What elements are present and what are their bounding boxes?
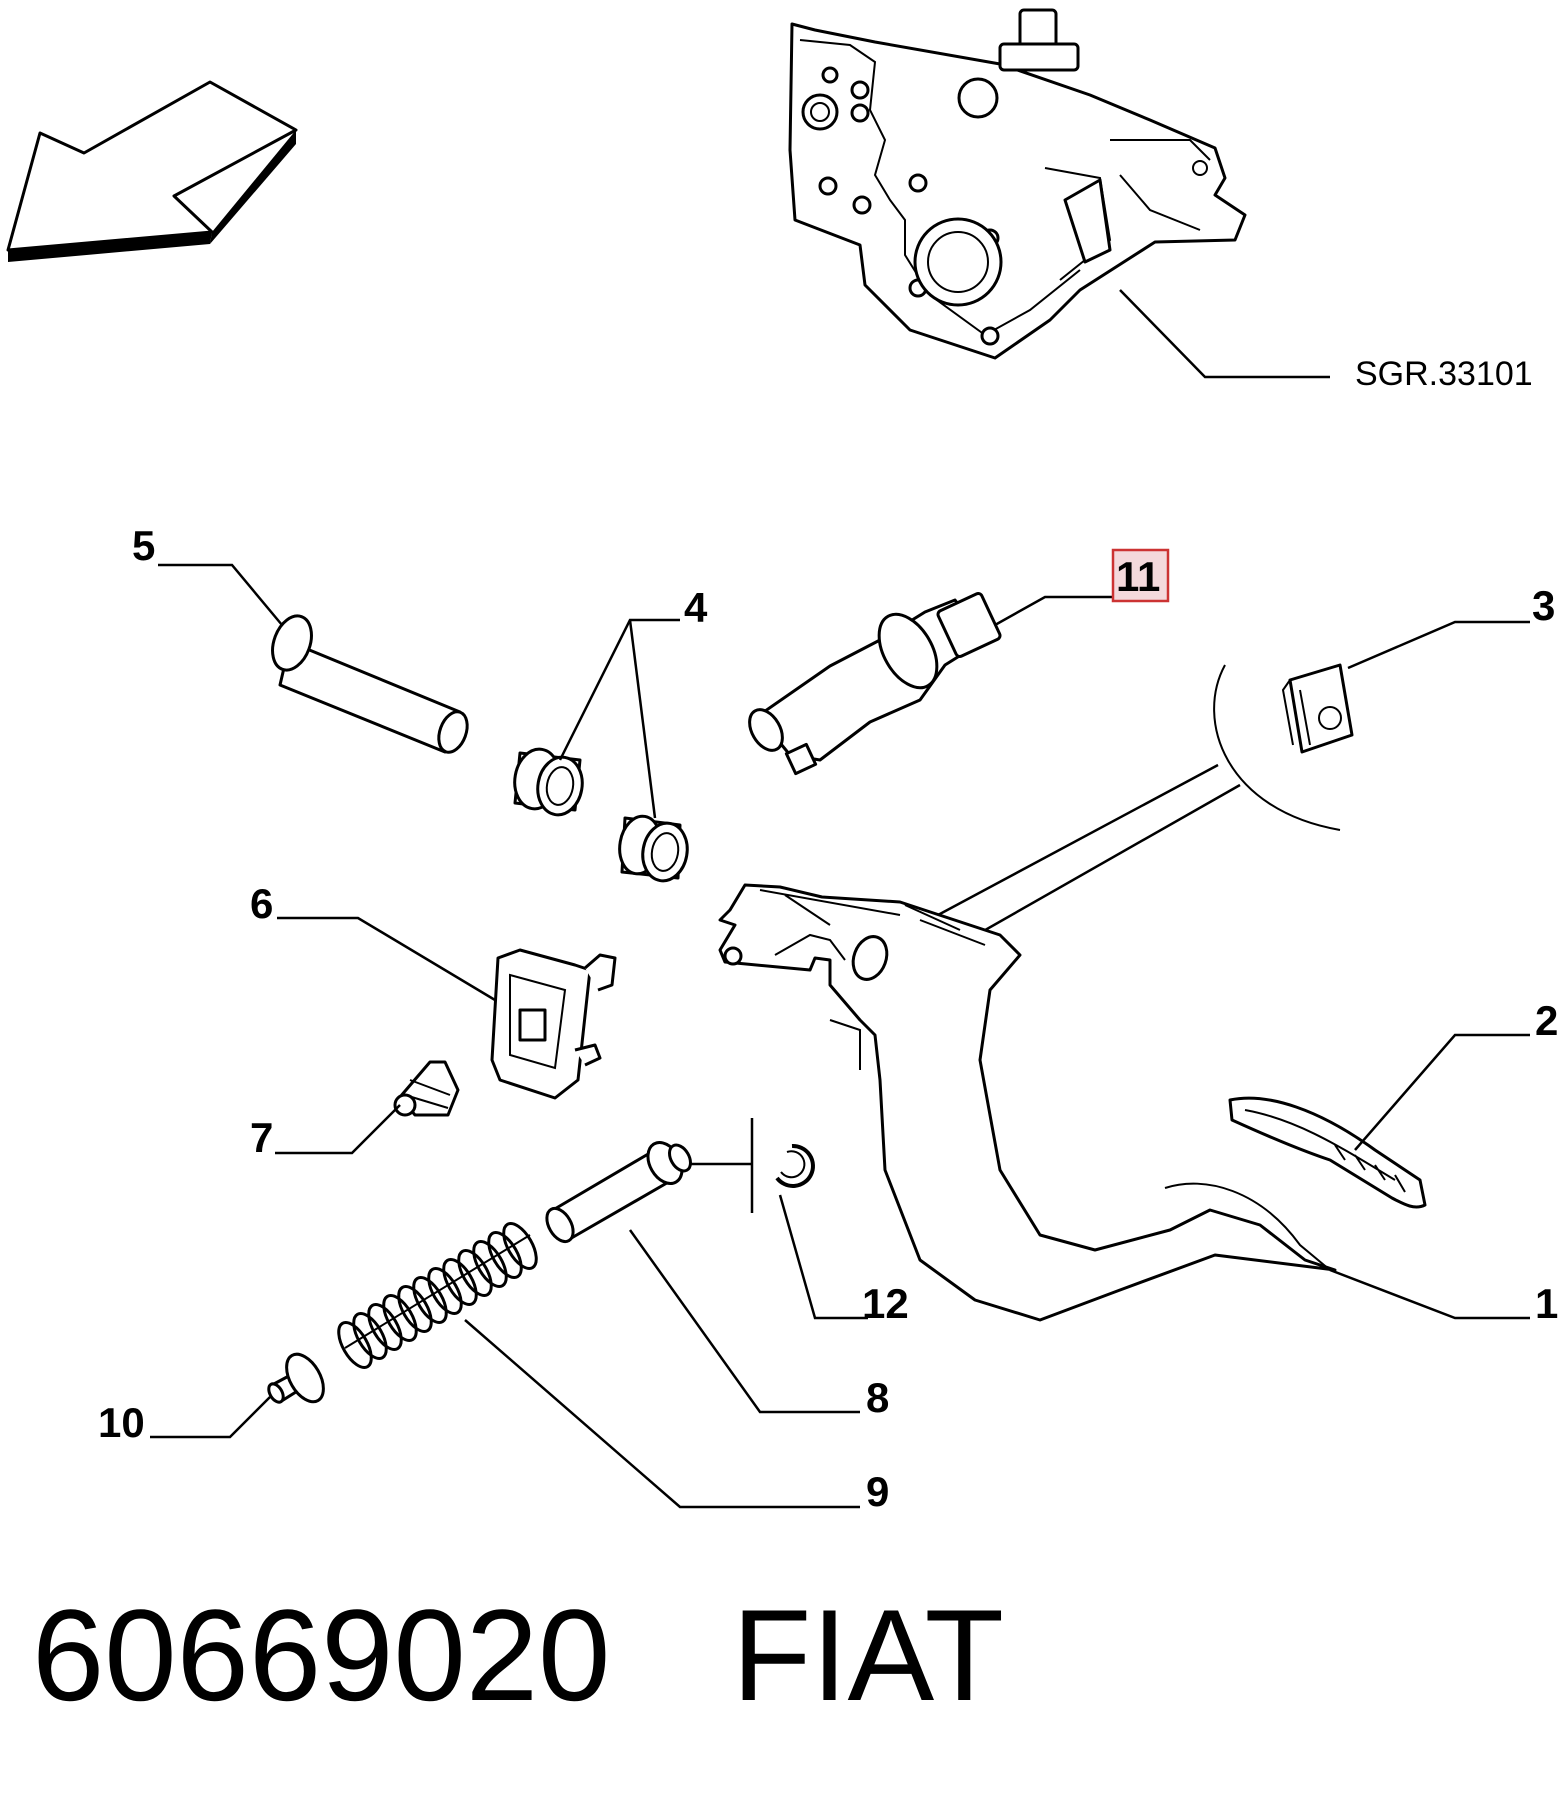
leader-line-3	[1347, 620, 1530, 670]
leader-line-4b	[628, 619, 657, 819]
callout-9[interactable]: 9	[866, 1468, 889, 1515]
callout-2[interactable]: 2	[1535, 997, 1558, 1044]
detail-circle-arc	[1213, 664, 1341, 831]
direction-arrow-icon	[6, 80, 298, 262]
pedal-box-assembly	[788, 8, 1247, 360]
callout-7[interactable]: 7	[250, 1114, 273, 1161]
callout-5[interactable]: 5	[132, 522, 155, 569]
callout-4[interactable]: 4	[684, 584, 708, 631]
leader-line-5	[158, 563, 283, 626]
leader-line-9	[464, 1319, 860, 1509]
part-11-pedal-switch[interactable]	[743, 592, 1002, 776]
leader-line-12	[778, 1194, 868, 1320]
callout-6[interactable]: 6	[250, 880, 273, 927]
part-3-clip[interactable]	[1281, 663, 1354, 754]
detail-leader-a	[909, 763, 1219, 932]
callout-11-highlight	[1111, 548, 1170, 603]
leader-line-7	[275, 1104, 401, 1155]
brand-name: FIAT	[732, 1582, 1004, 1728]
callout-10[interactable]: 10	[98, 1399, 145, 1446]
leader-line-4a	[558, 618, 680, 761]
leader-line-8	[628, 1229, 860, 1414]
leader-line-10	[150, 1396, 271, 1439]
reference-assembly-label[interactable]: SGR.33101	[1355, 355, 1533, 393]
part-1-pedal-arm[interactable]	[718, 883, 1337, 1322]
leader-line-2	[1354, 1033, 1530, 1151]
part-4-bushing-a[interactable]	[510, 746, 587, 819]
callout-8[interactable]: 8	[866, 1374, 889, 1421]
part-12-circlip[interactable]	[775, 1143, 815, 1188]
part-5-pivot-pin[interactable]	[266, 611, 473, 757]
part-4-bushing-b[interactable]	[615, 813, 691, 884]
part-8-spring-pin[interactable]	[541, 1136, 694, 1246]
detail-leader-b	[949, 783, 1241, 952]
callout-1[interactable]: 1	[1535, 1280, 1558, 1327]
leader-line-1	[1329, 1268, 1530, 1320]
part-7-rubber-stop[interactable]	[393, 1060, 460, 1117]
callout-11[interactable]: 11	[1116, 553, 1160, 600]
part-number: 60669020	[32, 1582, 610, 1728]
leader-line-reference	[1119, 289, 1330, 379]
callout-3[interactable]: 3	[1532, 582, 1555, 629]
part-2-pedal-pad[interactable]	[1228, 1096, 1427, 1209]
part-6-stop-bracket[interactable]	[490, 948, 617, 1100]
part-9-return-spring[interactable]	[332, 1218, 543, 1372]
callout-12[interactable]: 12	[862, 1280, 909, 1327]
leader-line-11	[994, 595, 1112, 627]
leader-line-6	[277, 916, 496, 1002]
part-10-retaining-pin[interactable]	[266, 1348, 331, 1408]
